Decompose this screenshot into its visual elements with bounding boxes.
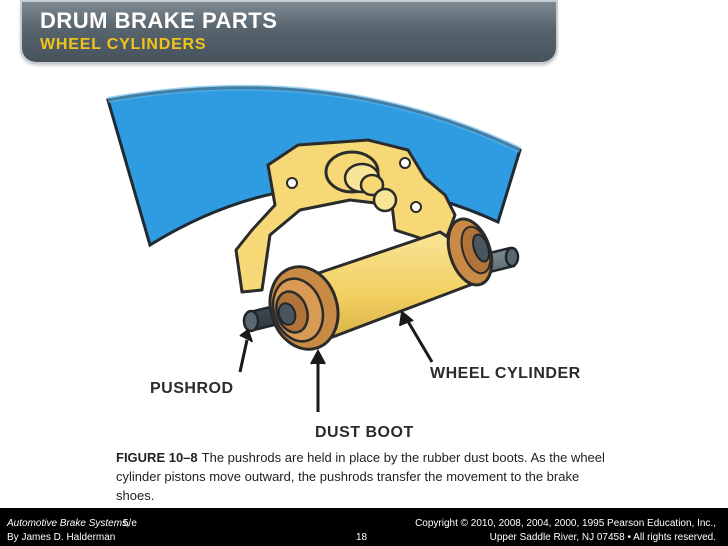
dust-boot-left [268,265,340,351]
copyright-line-1: Copyright © 2010, 2008, 2004, 2000, 1995… [415,518,716,529]
figure-caption-text: The pushrods are held in place by the ru… [116,450,605,503]
figure-number: FIGURE 10–8 [116,450,198,465]
footer-bar: Automotive Brake Systems, 5/e By James D… [0,508,728,546]
callout-arrows [238,310,434,412]
wheel-cylinder-label: WHEEL CYLINDER [430,365,581,382]
copyright-line-2: Upper Saddle River, NJ 07458 • All right… [489,532,716,543]
book-author: By James D. Halderman [7,532,116,543]
pushrod-label: PUSHROD [150,380,234,397]
dust-boot-label: DUST BOOT [315,424,414,441]
book-title: Automotive Brake Systems, [7,518,130,529]
bleeder-fitting [324,150,398,213]
dust-boot-right [446,217,494,287]
mounting-bracket [234,138,457,294]
wheel-cylinder-arrow [404,317,434,363]
pushrod-arrow [238,339,249,373]
page-number: 18 [356,532,368,543]
title-bar: DRUM BRAKE PARTS WHEEL CYLINDERS [22,2,556,62]
book-edition: 5/e [123,518,137,529]
page-title: DRUM BRAKE PARTS [40,8,278,33]
page-subtitle: WHEEL CYLINDERS [40,36,207,53]
